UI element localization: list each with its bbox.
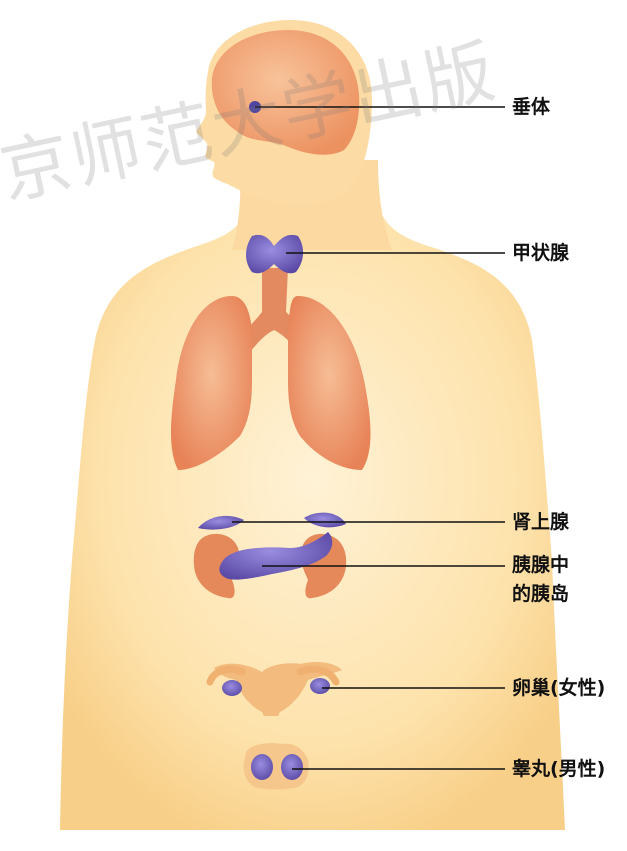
left-testis xyxy=(251,754,273,780)
label-pancreas-line2: 的胰岛 xyxy=(512,582,569,607)
right-testis xyxy=(281,754,303,780)
body-silhouette xyxy=(60,190,565,830)
left-ovary xyxy=(222,680,242,696)
label-ovary: 卵巢(女性) xyxy=(512,676,605,701)
label-thyroid: 甲状腺 xyxy=(512,241,569,266)
label-adrenal: 肾上腺 xyxy=(512,510,569,535)
label-pituitary: 垂体 xyxy=(512,95,550,120)
label-pancreas-line1: 胰腺中 xyxy=(512,553,569,578)
right-ovary xyxy=(310,678,330,694)
label-testis: 睾丸(男性) xyxy=(512,757,605,782)
